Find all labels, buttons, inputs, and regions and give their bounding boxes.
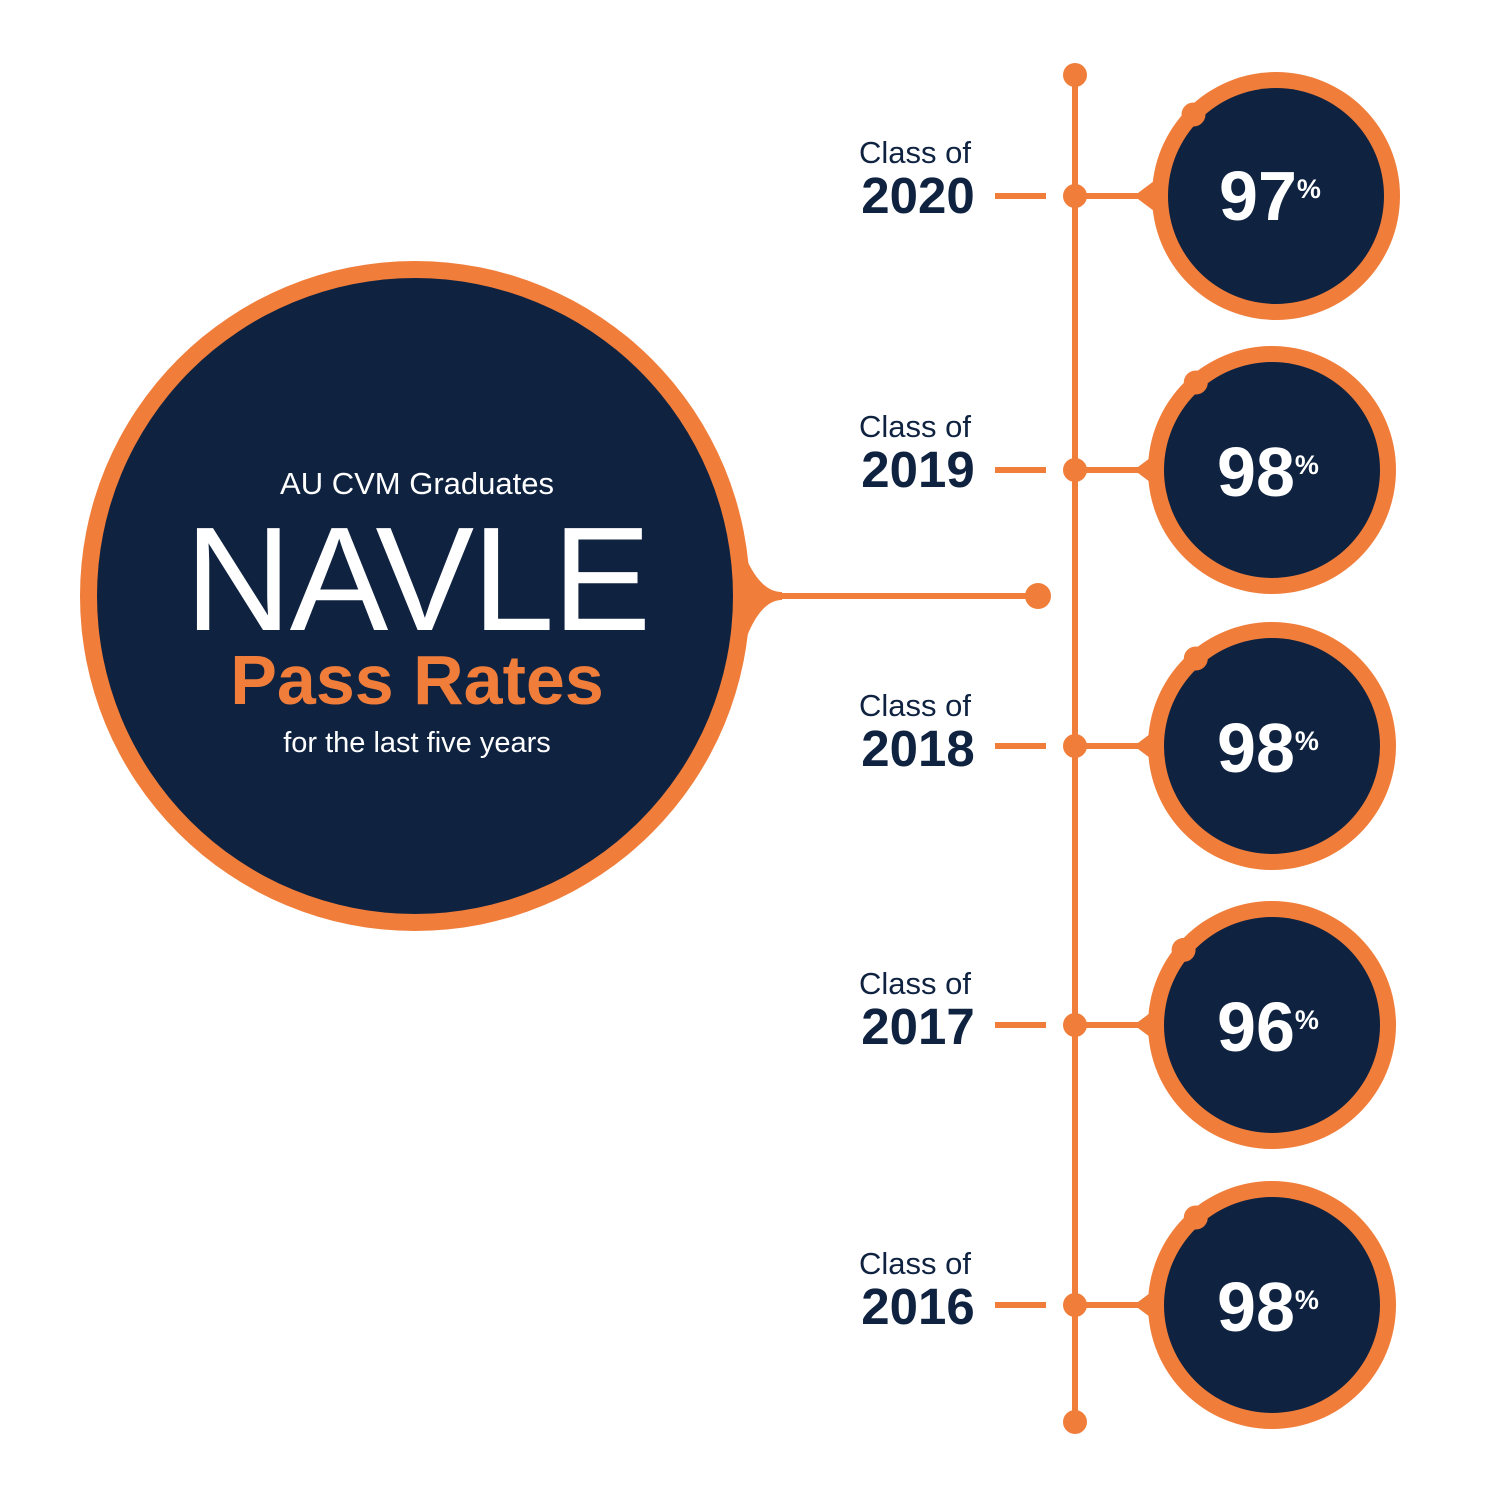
rate-value: 98% (1217, 433, 1319, 511)
rate-number: 98 (1217, 709, 1295, 787)
rate-number: 96 (1217, 988, 1295, 1066)
class-year: 2017 (861, 998, 974, 1055)
hub: AU CVM Graduates NAVLE Pass Rates for th… (80, 261, 750, 931)
hub-accent: Pass Rates (230, 641, 604, 719)
percent-symbol: % (1295, 1285, 1319, 1315)
rate-progress-knob (1181, 102, 1206, 127)
class-label: Class of (859, 688, 971, 723)
rate-number: 97 (1219, 157, 1297, 235)
timeline-row: Class of 2017 96% (859, 901, 1396, 1149)
class-year: 2016 (861, 1278, 974, 1335)
timeline-rows: Class of 2020 97% Class of 2019 (859, 72, 1400, 1429)
rate-progress-knob (1183, 370, 1208, 395)
rate-progress-knob (1183, 1205, 1208, 1230)
class-label: Class of (859, 135, 971, 170)
timeline-row: Class of 2020 97% (859, 72, 1400, 320)
rate-value: 96% (1217, 988, 1319, 1066)
rate-disc (1164, 917, 1380, 1133)
rate-value: 98% (1217, 709, 1319, 787)
class-label: Class of (859, 1246, 971, 1281)
timeline-row: Class of 2019 98% (859, 346, 1396, 594)
spine-bottom-dot (1063, 1410, 1087, 1434)
timeline-row: Class of 2018 98% (859, 622, 1396, 870)
hub-connector-dot (1025, 583, 1051, 609)
spine-top-dot (1063, 63, 1087, 87)
hub-connector (742, 548, 1051, 650)
rate-disc (1164, 362, 1380, 578)
rate-value: 97% (1219, 157, 1321, 235)
class-year: 2020 (861, 167, 974, 224)
hub-footnote: for the last five years (283, 727, 551, 759)
rate-progress-knob (1183, 646, 1208, 671)
timeline-row: Class of 2016 98% (859, 1181, 1396, 1429)
rate-value: 98% (1217, 1268, 1319, 1346)
hub-title: NAVLE (185, 497, 649, 662)
class-label: Class of (859, 966, 971, 1001)
hub-disc (97, 278, 733, 914)
percent-symbol: % (1295, 450, 1319, 480)
class-label: Class of (859, 409, 971, 444)
rate-disc (1168, 88, 1384, 304)
class-year: 2019 (861, 441, 974, 498)
class-year: 2018 (861, 720, 974, 777)
hub-subtitle: AU CVM Graduates (280, 466, 554, 501)
percent-symbol: % (1295, 1005, 1319, 1035)
rate-progress-knob (1171, 937, 1196, 962)
rate-disc (1164, 638, 1380, 854)
percent-symbol: % (1297, 174, 1321, 204)
percent-symbol: % (1295, 726, 1319, 756)
rate-number: 98 (1217, 433, 1295, 511)
rate-number: 98 (1217, 1268, 1295, 1346)
rate-disc (1164, 1197, 1380, 1413)
